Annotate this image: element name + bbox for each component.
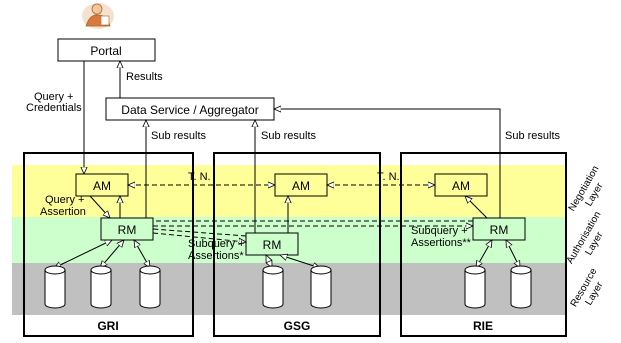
database-icon [310, 265, 332, 309]
site-label-gsg: GSG [284, 319, 311, 333]
rm-label-gri: RM [118, 223, 137, 237]
query-assertion-arrow [89, 195, 110, 218]
portal-label: Portal [90, 44, 121, 58]
database-icon [510, 265, 532, 309]
rm-label-rie: RM [490, 223, 509, 237]
query-credentials-label-line2: Credentials [26, 102, 82, 114]
subquery-rie-label-line1: Subquery + [411, 225, 468, 237]
rm-am-arrow-rie [465, 196, 488, 219]
subquery-rie-label-line2: Assertions** [411, 237, 472, 249]
am-label-gsg: AM [292, 179, 310, 193]
sub-results-label-rie: Sub results [505, 130, 561, 142]
data-service-label: Data Service / Aggregator [121, 103, 258, 117]
database-icon [262, 265, 284, 309]
query-assertion-label-line1: Query + [45, 194, 84, 206]
site-box-gsg [213, 152, 381, 337]
site-box-gri [23, 152, 194, 337]
sub-results-label-gri: Sub results [151, 130, 207, 142]
rm-box-gri [100, 217, 154, 241]
authorisation-layer-label: Authorisation Layer [565, 210, 606, 266]
subquery-gsg-label-line2: Assertions* [188, 250, 244, 262]
am-label-gri: AM [93, 179, 111, 193]
negotiation-layer-label: Negotiation Layer [567, 164, 606, 213]
rm-label-gsg: RM [263, 238, 282, 252]
query-credentials-label-line1: Query + [34, 91, 73, 103]
site-label-rie: RIE [473, 319, 493, 333]
database-icon [464, 265, 486, 309]
database-icon [44, 265, 66, 309]
user-icon [82, 3, 114, 29]
subquery-gsg-label-line1: Subquery + [188, 238, 245, 250]
resource-layer-label: Resource Layer [569, 266, 606, 309]
sub-results-arrow-rie [274, 109, 501, 218]
database-icon [139, 265, 161, 309]
portal-box [57, 38, 156, 62]
rm-resource-arrows-gri [54, 240, 150, 268]
tn-label-gsg-rie: T. N. [377, 171, 400, 183]
site-label-gri: GRI [97, 319, 118, 333]
results-label: Results [126, 71, 163, 83]
database-icon [90, 265, 112, 309]
tn-label-gri-gsg: T. N. [188, 171, 211, 183]
site-box-rie [400, 152, 567, 337]
am-label-rie: AM [452, 179, 470, 193]
rm-resource-arrows-rie [476, 240, 521, 268]
query-assertion-label-line2: Assertion [40, 206, 86, 218]
sub-results-label-gsg: Sub results [261, 130, 317, 142]
